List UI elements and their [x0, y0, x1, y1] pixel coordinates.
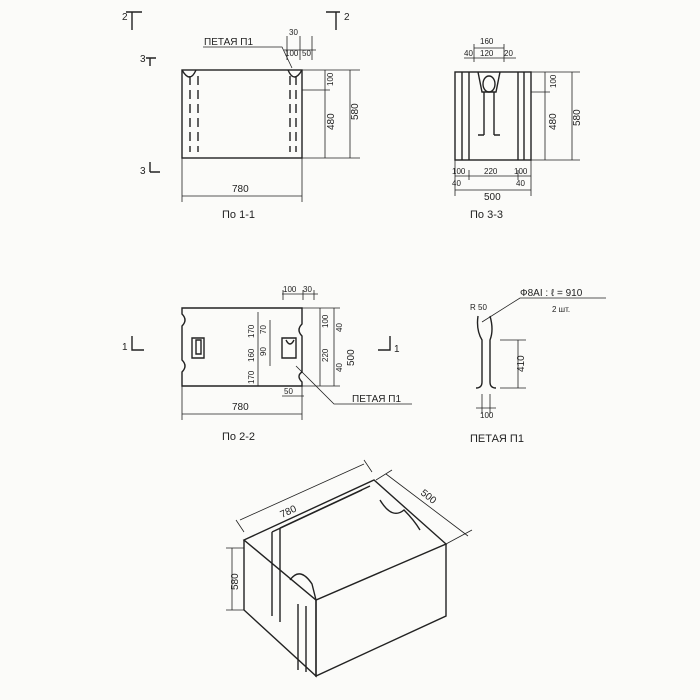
block-outline: [454, 71, 532, 161]
view-section-1-1: 3 3 ПЕТАЯ П1 30 100 50 100 480 580 780 П…: [140, 28, 361, 221]
dim-text: 40: [335, 323, 344, 332]
dim-text: 100: [285, 49, 299, 58]
dim-text: 780: [232, 402, 249, 413]
section-mark-2-left: 2: [122, 11, 142, 30]
dim-text: 500: [418, 488, 438, 507]
dim-text: 500: [484, 192, 501, 203]
dim-text: 780: [232, 184, 249, 195]
dim-text: 100: [549, 74, 558, 88]
dim-text: 20: [504, 49, 513, 58]
dim-text: 100: [326, 72, 335, 86]
dim-text: 580: [230, 573, 241, 590]
loop-qty: 2 шт.: [552, 305, 570, 314]
loop-label: ПЕТАЯ П1: [352, 394, 401, 405]
dim-text: 90: [259, 347, 268, 356]
section-mark-label: 3: [140, 54, 146, 65]
view-caption: По 3-3: [470, 209, 503, 221]
dim-text: 100: [514, 167, 528, 176]
dim-text: 780: [279, 504, 299, 521]
dim-text: 160: [480, 37, 494, 46]
dim-text: 170: [247, 324, 256, 338]
section-mark-label: 1: [122, 342, 128, 353]
block-outline: [181, 69, 303, 159]
dim-text: 160: [247, 348, 256, 362]
dim-text: 100: [480, 411, 494, 420]
view-caption: По 1-1: [222, 209, 255, 221]
loop-spec: Ф8АI : ℓ = 910: [520, 288, 583, 299]
dim-text: 40: [464, 49, 473, 58]
dim-text: 580: [572, 109, 583, 126]
section-mark-label: 1: [394, 344, 400, 355]
dim-text: 40: [452, 179, 461, 188]
dim-text: 480: [326, 113, 337, 130]
section-mark-label: 2: [122, 12, 128, 23]
block-outline: [181, 307, 303, 387]
dim-text: 70: [259, 325, 268, 334]
section-mark-label: 3: [140, 166, 146, 177]
dim-text: 50: [302, 49, 311, 58]
dim-text: 30: [303, 285, 312, 294]
loop-radius: R 50: [470, 303, 487, 312]
dim-text: 30: [289, 28, 298, 37]
section-mark-2-right: 2: [326, 11, 350, 30]
view-isometric: 780 500 580: [226, 459, 473, 678]
dim-text: 410: [516, 355, 527, 372]
dim-text: 480: [548, 113, 559, 130]
dim-text: 100: [321, 314, 330, 328]
dim-text: 220: [484, 167, 498, 176]
dim-text: 580: [350, 103, 361, 120]
dim-text: 100: [283, 285, 297, 294]
dim-text: 40: [335, 363, 344, 372]
view-section-3-3: 160 40 120 20 100 480 580 100 220 100 40…: [452, 37, 583, 221]
view-caption: ПЕТАЯ П1: [470, 433, 524, 445]
dim-text: 50: [284, 387, 293, 396]
dim-text: 40: [516, 179, 525, 188]
loop-label: ПЕТАЯ П1: [204, 37, 253, 48]
dim-text: 120: [480, 49, 494, 58]
view-caption: По 2-2: [222, 431, 255, 443]
loop-shape: [475, 315, 497, 389]
dim-text: 100: [452, 167, 466, 176]
view-section-2-2: 1 1 100 30 170 160 170 70 90 100 40 220 …: [122, 285, 412, 443]
dim-text: 220: [321, 348, 330, 362]
dim-text: 500: [346, 349, 357, 366]
dim-text: 170: [247, 370, 256, 384]
view-loop-p1: Ф8АI : ℓ = 910 2 шт. R 50 410 100 ПЕТАЯ …: [470, 288, 606, 445]
section-mark-label: 2: [344, 12, 350, 23]
